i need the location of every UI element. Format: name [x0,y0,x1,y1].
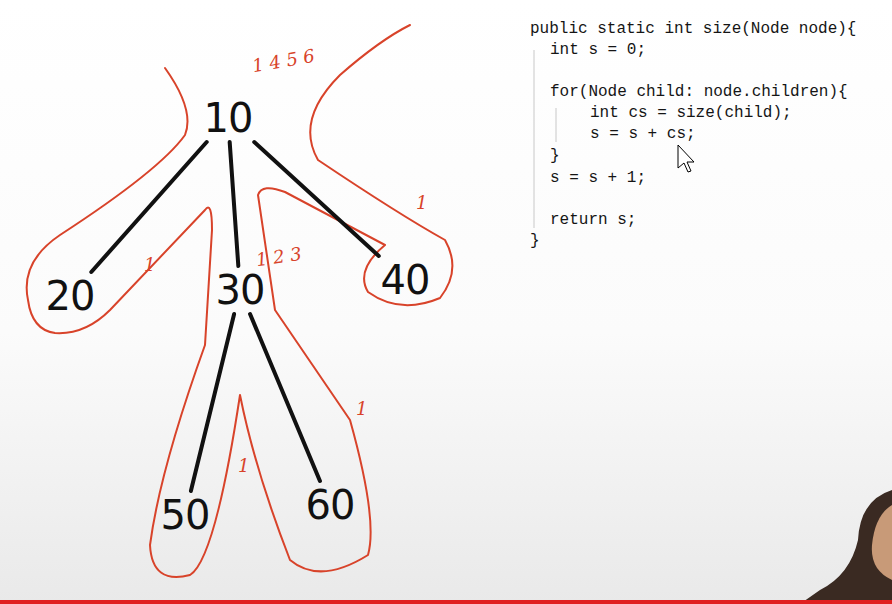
code-line: return s; [550,211,636,230]
node-value: 50 [161,495,210,535]
tree-node: 40 [373,256,438,304]
tree-node: 10 [196,94,261,142]
presenter-figure [872,505,892,580]
code-line: public static int size(Node node){ [530,20,856,39]
presenter-figure [800,490,892,604]
count-annotation: 1 [238,455,249,477]
node-value: 10 [204,98,253,138]
node-value: 60 [306,485,355,525]
mouse-cursor [678,145,694,172]
node-value: 30 [216,270,265,310]
tree-node: 60 [298,481,363,529]
tree-node: 50 [153,491,218,539]
count-annotation: 1 4 5 6 [251,45,317,77]
count-annotation: 1 [356,398,367,420]
indent-guide [534,50,556,228]
tree-node: 30 [208,266,273,314]
code-line: for(Node child: node.children){ [550,83,848,102]
tree-edge [250,314,320,481]
tree-edge [191,314,234,491]
tree-edge [230,142,239,266]
subtree-outline [27,25,453,577]
node-value: 40 [381,260,430,300]
count-annotation: 1 [144,254,155,276]
code-line: } [550,147,560,166]
tree-edge [91,142,206,272]
code-line: int s = 0; [550,41,646,60]
code-line: s = s + cs; [590,125,696,144]
count-annotation: 1 [416,192,427,214]
count-annotation: 1 2 3 [255,243,303,271]
code-line: s = s + 1; [550,169,646,188]
code-line: } [530,232,540,251]
tree-edge [254,142,379,256]
node-value: 20 [46,276,95,316]
tree-node: 20 [38,272,103,320]
bottom-bar [0,600,892,604]
code-line: int cs = size(child); [590,104,792,123]
